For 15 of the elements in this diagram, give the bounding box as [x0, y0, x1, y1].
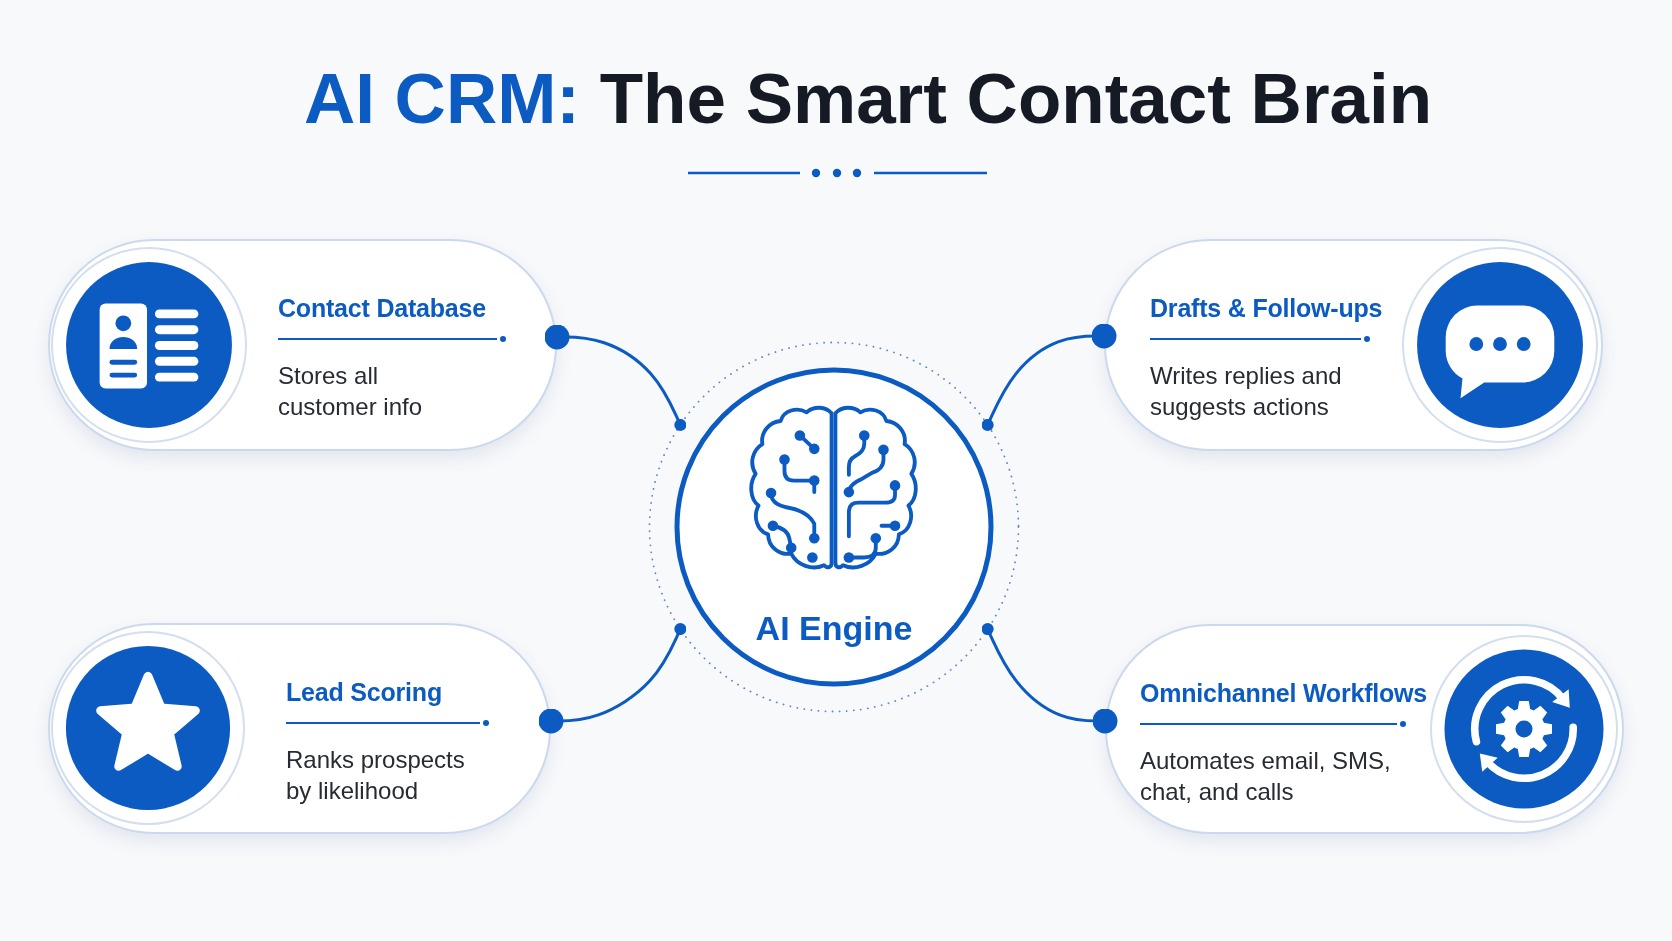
card-heading: Contact Database	[278, 293, 486, 323]
card-heading: Lead Scoring	[286, 677, 442, 707]
card-description: Stores all customer info	[278, 361, 424, 422]
page-title: AI CRM: The Smart Contact Brain	[303, 63, 1433, 134]
card-description: Writes replies and suggests actions	[1150, 361, 1343, 422]
card-heading: Omnichannel Workflows	[1140, 678, 1428, 708]
card-heading: Drafts & Follow-ups	[1150, 293, 1383, 323]
connector	[981, 323, 1117, 431]
connector	[981, 623, 1118, 734]
card-description: Ranks prospects by likelihood	[286, 745, 466, 806]
connector	[544, 324, 687, 431]
hub-label: AI Engine	[755, 608, 913, 648]
hub-circle	[648, 341, 1020, 713]
card-description: Automates email, SMS, chat, and calls	[1140, 746, 1392, 807]
connector	[538, 623, 687, 734]
